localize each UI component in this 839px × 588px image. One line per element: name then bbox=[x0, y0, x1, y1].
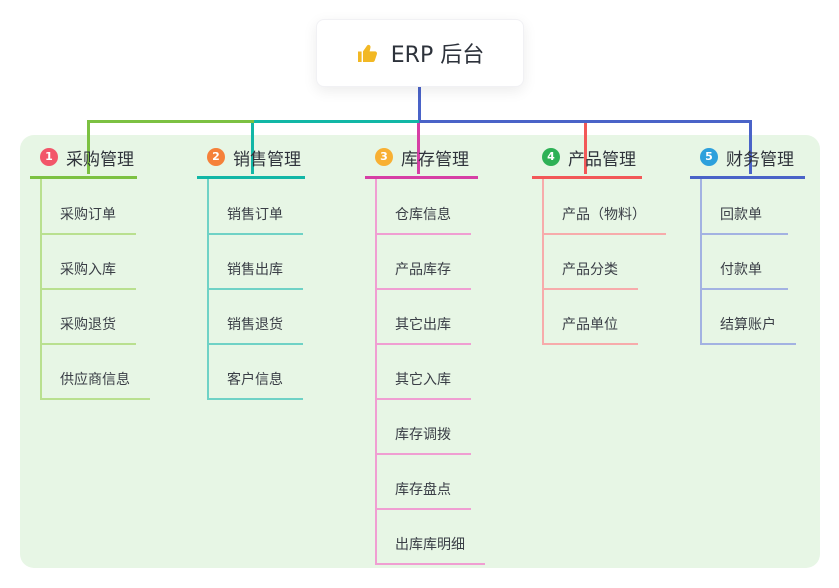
branch-title: 销售管理 bbox=[233, 149, 301, 170]
child-item[interactable]: 客户信息 bbox=[209, 345, 303, 400]
root-title: ERP 后台 bbox=[390, 43, 485, 68]
child-item[interactable]: 结算账户 bbox=[702, 290, 796, 345]
child-item[interactable]: 库存盘点 bbox=[377, 455, 471, 510]
branch-header-purchase[interactable]: 1 采购管理 bbox=[30, 146, 137, 179]
branch-header-inventory[interactable]: 3 库存管理 bbox=[365, 146, 478, 179]
branch-children: 仓库信息 产品库存 其它出库 其它入库 库存调拨 库存盘点 出库库明细 bbox=[375, 179, 485, 565]
child-item[interactable]: 销售退货 bbox=[209, 290, 303, 345]
child-item[interactable]: 付款单 bbox=[702, 235, 788, 290]
child-item[interactable]: 仓库信息 bbox=[377, 179, 471, 235]
branch-purchase: 1 采购管理 采购订单 采购入库 采购退货 供应商信息 bbox=[30, 146, 150, 400]
child-item[interactable]: 销售出库 bbox=[209, 235, 303, 290]
child-item[interactable]: 产品（物料） bbox=[544, 179, 666, 235]
child-item[interactable]: 采购退货 bbox=[42, 290, 136, 345]
branch-inventory: 3 库存管理 仓库信息 产品库存 其它出库 其它入库 库存调拨 库存盘点 出库库… bbox=[365, 146, 485, 565]
branch-badge: 5 bbox=[700, 148, 718, 166]
branch-badge: 3 bbox=[375, 148, 393, 166]
branch-badge: 4 bbox=[542, 148, 560, 166]
branch-finance: 5 财务管理 回款单 付款单 结算账户 bbox=[690, 146, 805, 345]
branch-header-sales[interactable]: 2 销售管理 bbox=[197, 146, 305, 179]
child-item[interactable]: 销售订单 bbox=[209, 179, 303, 235]
branch-product: 4 产品管理 产品（物料） 产品分类 产品单位 bbox=[532, 146, 666, 345]
child-item[interactable]: 产品库存 bbox=[377, 235, 471, 290]
child-item[interactable]: 回款单 bbox=[702, 179, 788, 235]
branch-title: 产品管理 bbox=[568, 149, 636, 170]
branch-badge: 1 bbox=[40, 148, 58, 166]
branch-title: 库存管理 bbox=[401, 149, 469, 170]
child-item[interactable]: 其它入库 bbox=[377, 345, 471, 400]
branch-title: 采购管理 bbox=[66, 149, 134, 170]
branch-header-product[interactable]: 4 产品管理 bbox=[532, 146, 642, 179]
child-item[interactable]: 供应商信息 bbox=[42, 345, 150, 400]
thumbs-up-icon bbox=[357, 44, 377, 62]
branch-children: 采购订单 采购入库 采购退货 供应商信息 bbox=[40, 179, 150, 400]
branch-header-finance[interactable]: 5 财务管理 bbox=[690, 146, 805, 179]
child-item[interactable]: 其它出库 bbox=[377, 290, 471, 345]
child-item[interactable]: 产品分类 bbox=[544, 235, 638, 290]
branch-title: 财务管理 bbox=[726, 149, 794, 170]
child-item[interactable]: 采购订单 bbox=[42, 179, 136, 235]
branch-children: 产品（物料） 产品分类 产品单位 bbox=[542, 179, 666, 345]
mindmap-background-panel bbox=[20, 135, 820, 568]
child-item[interactable]: 采购入库 bbox=[42, 235, 136, 290]
branch-children: 回款单 付款单 结算账户 bbox=[700, 179, 805, 345]
child-item[interactable]: 出库库明细 bbox=[377, 510, 485, 565]
branch-children: 销售订单 销售出库 销售退货 客户信息 bbox=[207, 179, 305, 400]
child-item[interactable]: 库存调拨 bbox=[377, 400, 471, 455]
child-item[interactable]: 产品单位 bbox=[544, 290, 638, 345]
branch-badge: 2 bbox=[207, 148, 225, 166]
branch-sales: 2 销售管理 销售订单 销售出库 销售退货 客户信息 bbox=[197, 146, 305, 400]
root-node[interactable]: ERP 后台 bbox=[316, 19, 524, 87]
